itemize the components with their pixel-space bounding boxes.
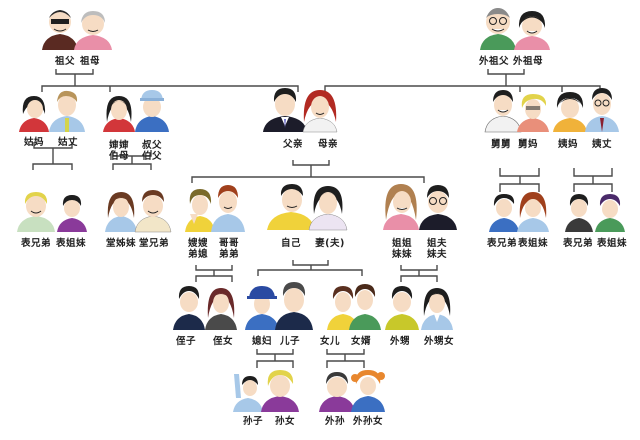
label-jiefu: 姐夫 bbox=[426, 238, 448, 249]
label-jiejie: 姐姐 bbox=[391, 238, 413, 249]
mother-figure bbox=[302, 90, 338, 133]
cousin-biaojiemei-2-figure bbox=[517, 192, 549, 232]
maternal-grandfather-figure bbox=[480, 8, 516, 50]
grandson-waisun-figure bbox=[319, 372, 355, 412]
label-meimei: 妹妹 bbox=[391, 249, 413, 260]
spouse-figure bbox=[308, 186, 348, 231]
cousin-biaojiemei-3-figure bbox=[595, 194, 625, 232]
label-sunzi: 孙子 bbox=[242, 416, 264, 427]
label-ziji: 自己 bbox=[280, 238, 302, 249]
son-erzi-figure bbox=[275, 282, 313, 330]
label-zhinv: 侄女 bbox=[212, 336, 234, 347]
label-bomu: 伯母 bbox=[108, 151, 130, 162]
uncle-yizhang-figure bbox=[585, 88, 619, 132]
uncle-shufu-figure bbox=[135, 90, 169, 132]
label-jiujiu: 舅舅 bbox=[490, 139, 512, 150]
brother-gege-figure bbox=[211, 185, 245, 232]
maternal-grandmother-figure bbox=[514, 11, 550, 50]
label-didi: 弟弟 bbox=[218, 249, 240, 260]
label-waisunnv: 外孙女 bbox=[352, 416, 384, 427]
sister-jiejie-figure bbox=[383, 184, 419, 230]
sister-in-law-saosao-figure bbox=[185, 189, 215, 232]
self-figure bbox=[267, 184, 315, 230]
granddaughter-sunnv-figure bbox=[261, 370, 299, 412]
label-tangxiongdi: 堂兄弟 bbox=[138, 238, 170, 249]
cousin-biaojiemei-figure bbox=[57, 195, 87, 232]
label-shufu: 叔父 bbox=[141, 140, 163, 151]
label-biaoxiongdi-2: 表兄弟 bbox=[486, 238, 518, 249]
label-biaojiemei-3: 表姐妹 bbox=[596, 238, 628, 249]
daughter-in-law-xifu-figure bbox=[245, 286, 279, 330]
label-zufu: 祖父 bbox=[54, 56, 76, 67]
son-in-law-nvxu-figure bbox=[349, 284, 381, 330]
label-nvxu: 女婿 bbox=[350, 336, 372, 347]
grandmother-figure bbox=[74, 11, 112, 50]
aunt-yima-figure bbox=[553, 92, 587, 132]
label-bofu: 伯父 bbox=[141, 151, 163, 162]
cousin-tangzimei-figure bbox=[105, 192, 137, 232]
label-qifu: 妻(夫) bbox=[315, 238, 345, 249]
label-yizhang: 姨丈 bbox=[591, 139, 613, 150]
label-waizumu: 外祖母 bbox=[512, 56, 544, 67]
label-zumu: 祖母 bbox=[79, 56, 101, 67]
aunt-shenshen-figure bbox=[103, 96, 135, 132]
aunt-jiuma-figure bbox=[517, 94, 549, 132]
father-figure bbox=[263, 88, 307, 132]
brother-in-law-jiefu-figure bbox=[419, 185, 457, 230]
niece-zhinv-figure bbox=[205, 288, 237, 330]
label-waisheng: 外甥 bbox=[389, 336, 411, 347]
label-erzi: 儿子 bbox=[279, 336, 301, 347]
label-xifu: 媳妇 bbox=[251, 336, 273, 347]
cousin-biaoxiongdi-2-figure bbox=[489, 194, 519, 232]
nephew-waisheng-figure bbox=[385, 286, 419, 330]
cousin-tangxiongdi-figure bbox=[134, 190, 172, 233]
label-meifu: 妹夫 bbox=[426, 249, 448, 260]
label-tangzimei: 堂姊妹 bbox=[105, 238, 137, 249]
label-dixi: 弟媳 bbox=[187, 249, 209, 260]
label-muqin: 母亲 bbox=[317, 139, 339, 150]
granddaughter-waisunnv-figure bbox=[351, 370, 385, 412]
label-fuqin: 父亲 bbox=[282, 139, 304, 150]
label-saosao: 嫂嫂 bbox=[187, 238, 209, 249]
uncle-jiujiu-figure bbox=[484, 90, 522, 133]
label-nver: 女儿 bbox=[319, 336, 341, 347]
label-waizufu: 外祖父 bbox=[478, 56, 510, 67]
label-jiuma: 舅妈 bbox=[517, 139, 539, 150]
grandfather-figure bbox=[42, 10, 78, 50]
label-guzhang: 姑丈 bbox=[57, 137, 79, 148]
niece-waishengnv-figure bbox=[421, 288, 453, 330]
uncle-guzhang-figure bbox=[49, 90, 85, 132]
cousin-biaoxiongdi-3-figure bbox=[565, 194, 593, 232]
grandson-sunzi-figure bbox=[233, 374, 263, 412]
nephew-zhizi-figure bbox=[173, 286, 205, 330]
aunt-guma-figure bbox=[19, 96, 49, 132]
label-waisun: 外孙 bbox=[324, 416, 346, 427]
label-guma: 姑妈 bbox=[23, 137, 45, 148]
label-biaoxiongdi-1: 表兄弟 bbox=[20, 238, 52, 249]
label-gege: 哥哥 bbox=[218, 238, 240, 249]
label-biaojiemei-2: 表姐妹 bbox=[517, 238, 549, 249]
label-biaojiemei-1: 表姐妹 bbox=[55, 238, 87, 249]
label-zhizi: 侄子 bbox=[175, 336, 197, 347]
label-biaoxiongdi-3: 表兄弟 bbox=[562, 238, 594, 249]
label-shenshen: 婶婶 bbox=[108, 140, 130, 151]
label-yima: 姨妈 bbox=[557, 139, 579, 150]
label-sunnv: 孙女 bbox=[274, 416, 296, 427]
cousin-biaoxiongdi-figure bbox=[17, 192, 55, 232]
label-waishengnv: 外甥女 bbox=[423, 336, 455, 347]
